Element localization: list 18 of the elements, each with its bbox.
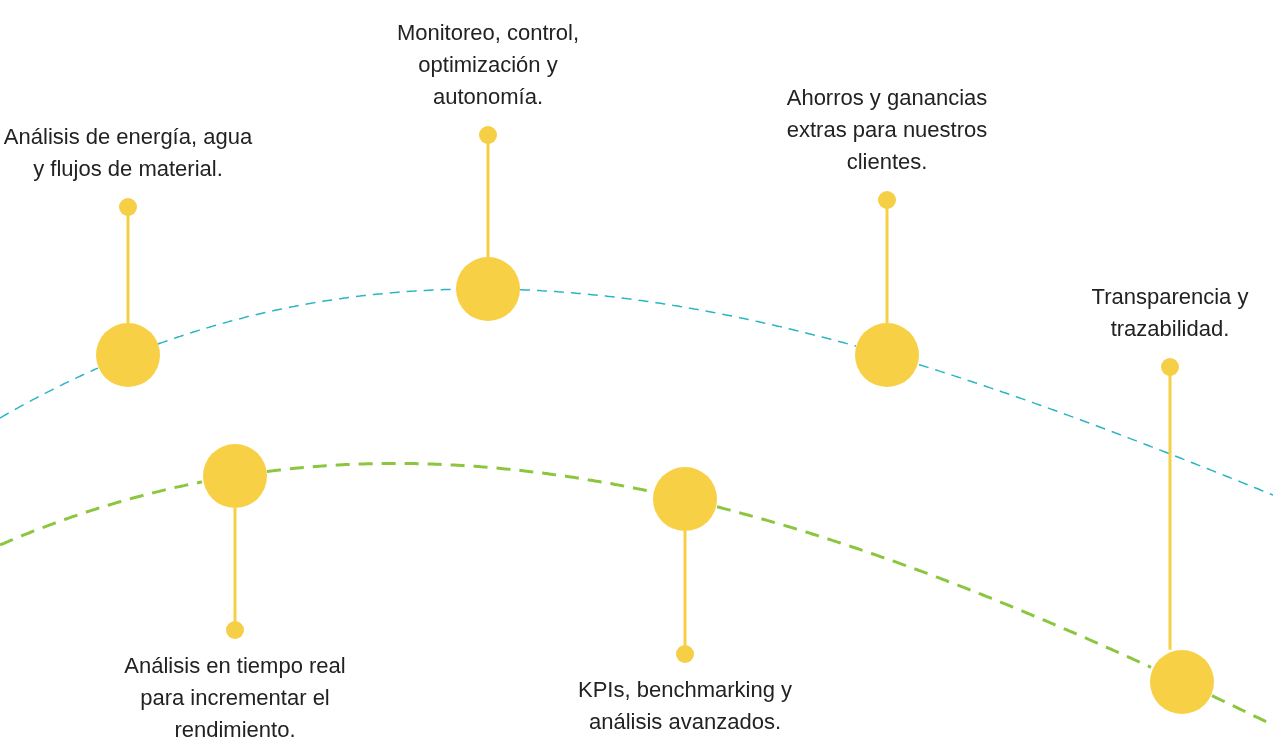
- dashed-arc: [519, 288, 857, 347]
- callout-text: Transparencia y trazabilidad.: [1075, 281, 1265, 367]
- leader-line: [676, 531, 694, 663]
- dashed-arc: [716, 505, 1152, 669]
- leader-line: [226, 508, 244, 639]
- callout-text: Monitoreo, control, optimización y autonomía.: [373, 17, 603, 135]
- callout-text: Análisis de energía, agua y flujos de material.: [3, 121, 253, 207]
- leader-line: [878, 191, 896, 323]
- dashed-arc: [0, 367, 99, 419]
- leader-line: [1161, 358, 1179, 650]
- leader-line: [479, 126, 497, 257]
- callout-text: Análisis en tiempo real para incrementar el rendimiento.: [105, 630, 365, 739]
- callout-text: KPIs, benchmarking y análisis avanzados.: [555, 654, 815, 738]
- milestone-circle: [1150, 649, 1214, 714]
- dashed-arc: [0, 480, 203, 547]
- dashed-arc: [918, 363, 1273, 496]
- callout-text: Ahorros y ganancias extras para nuestros clientes.: [762, 82, 1012, 200]
- leader-line: [119, 198, 137, 324]
